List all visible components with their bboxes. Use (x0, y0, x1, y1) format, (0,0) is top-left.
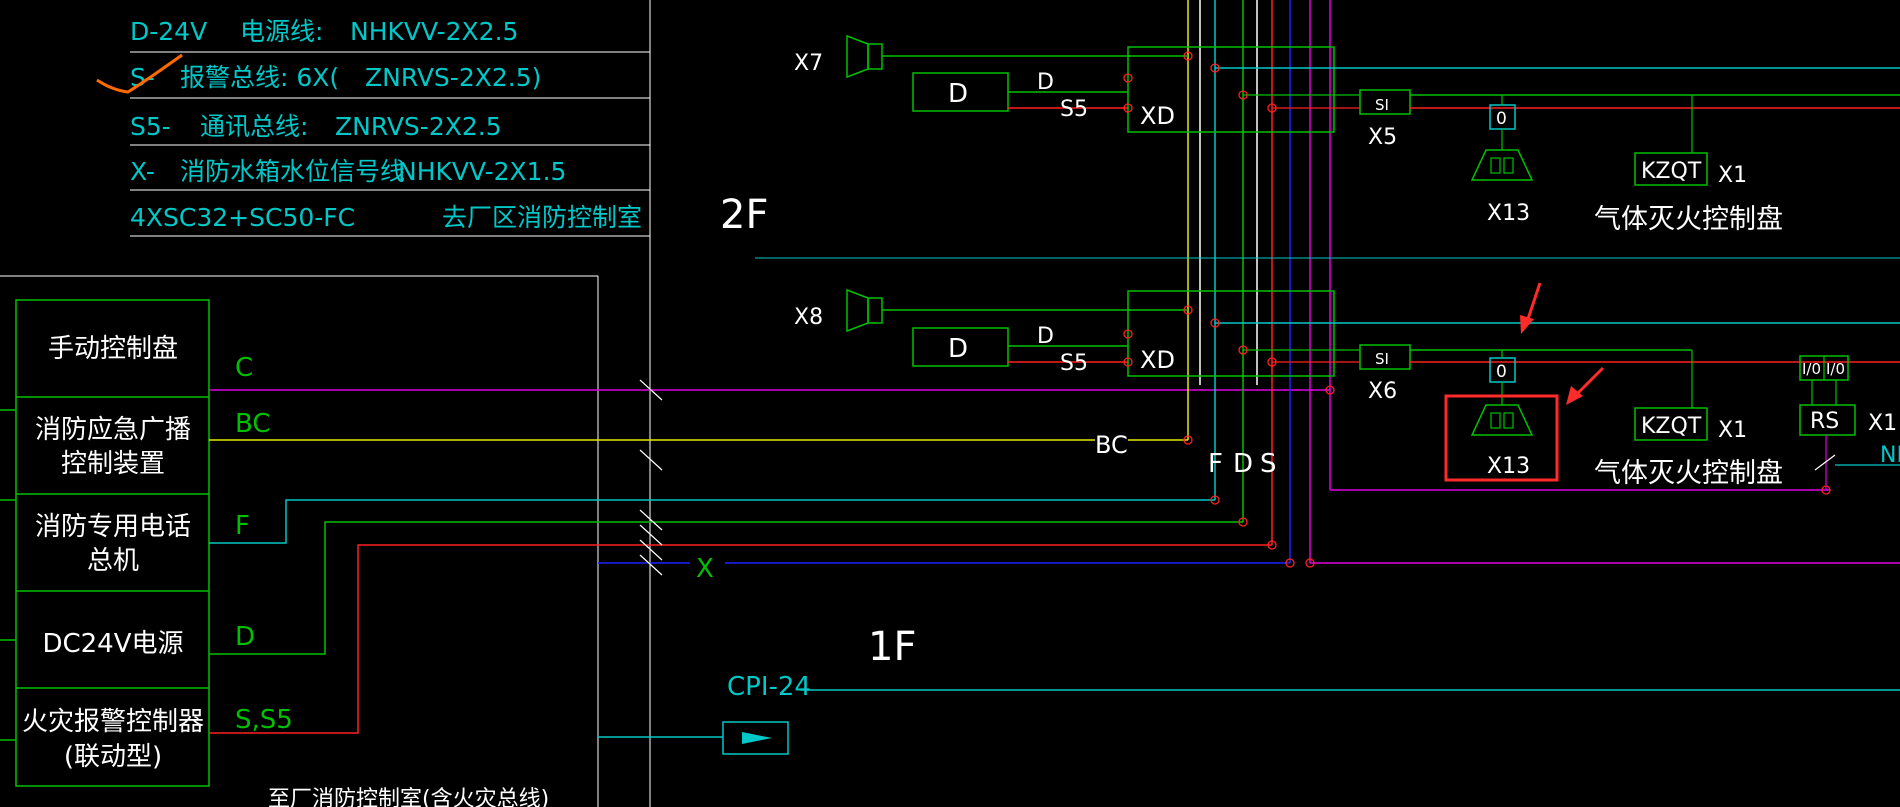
annotation-arrow-2 (1573, 366, 1605, 398)
cpi-label: CPI-24 (727, 672, 811, 702)
floor1-s5-tag: S5 (1060, 351, 1088, 376)
legend-code-1: D-24V (130, 17, 207, 46)
floor2-kzqt-label: X1 (1718, 163, 1747, 188)
floor2-xd-box: XD (1140, 102, 1175, 130)
floor2-valve-label: X13 (1487, 201, 1530, 226)
floor2-speaker-label: X7 (794, 51, 823, 76)
floor2-s5-tag: S5 (1060, 97, 1088, 122)
floor2-devices (846, 34, 1900, 186)
floor1-d-tag: D (1037, 324, 1054, 349)
legend-desc-2: 报警总线: 6X( (180, 63, 339, 92)
floor2-si-box: SI (1375, 96, 1389, 114)
floor1-gas-panel: 气体灭火控制盘 (1594, 458, 1783, 489)
signal-bc: BC (235, 409, 271, 439)
panel-alarm-controller-line2: (联动型) (64, 742, 162, 772)
signal-f: F (235, 511, 250, 541)
bottom-cut-label: 至厂消防控制室(含火灾总线) (268, 787, 549, 807)
legend-code-5: 4XSC32+SC50-FC (130, 203, 355, 232)
floor1-power-box: D (948, 334, 968, 364)
riser-label-d: D (1233, 449, 1253, 479)
floor1-si-label: X6 (1368, 379, 1397, 404)
floor2-d-tag: D (1037, 70, 1054, 95)
legend-desc-1: 电源线: (240, 17, 323, 46)
legend-code-3: S5- (130, 112, 171, 141)
legend-desc-3: 通讯总线: (200, 112, 308, 141)
floor1-kzqt-label: X1 (1718, 418, 1747, 443)
legend-cable-1: NHKVV-2X2.5 (350, 17, 518, 46)
junction-dots (1123, 51, 1831, 568)
floor1-io-1: I/0 (1802, 360, 1821, 378)
floor1-rs: RS (1810, 409, 1839, 434)
output-arrow-box (722, 721, 789, 755)
floor2-module: 0 (1496, 109, 1507, 129)
panel-telephone-line2: 总机 (87, 546, 139, 576)
floor1-nh-cut: NH (1880, 443, 1900, 468)
floor2-power-box: D (948, 79, 968, 109)
floor-label-2f: 2F (720, 192, 768, 238)
floor1-io-2: I/0 (1826, 360, 1845, 378)
legend-desc-5: 去厂区消防控制室 (442, 203, 642, 232)
highlight-box (1444, 394, 1559, 482)
legend-cable-3: ZNRVS-2X2.5 (335, 112, 502, 141)
floor1-devices (846, 282, 1900, 490)
panel-telephone-line1: 消防专用电话 (35, 512, 191, 542)
riser-wires (1187, 0, 1830, 563)
floor2-si-label: X5 (1368, 125, 1397, 150)
trunk-wires (209, 389, 1900, 738)
floor1-module: 0 (1496, 362, 1507, 382)
cable-legend (130, 0, 651, 807)
signal-d: D (235, 622, 255, 652)
floor1-kzqt: KZQT (1641, 414, 1702, 439)
panel-manual-control: 手动控制盘 (48, 334, 178, 364)
floor2-kzqt: KZQT (1641, 159, 1702, 184)
control-cabinet-frame (0, 275, 599, 807)
legend-code-4: X- (130, 157, 155, 186)
legend-cable-4: NHKVV-2X1.5 (398, 157, 566, 186)
riser-label-s: S (1260, 449, 1277, 479)
floor1-xd-box: XD (1140, 346, 1175, 374)
floor1-speaker-label: X8 (794, 305, 823, 330)
floor1-rs-label: X1 (1868, 411, 1897, 436)
floor-label-1f: 1F (868, 624, 916, 670)
annotation-arrow-1 (1525, 282, 1542, 323)
signal-c: C (235, 353, 253, 383)
panel-dc24v-power: DC24V电源 (42, 629, 183, 659)
floor1-si-box: SI (1375, 350, 1389, 368)
panel-broadcast-line2: 控制装置 (61, 449, 165, 479)
panel-broadcast-line1: 消防应急广播 (35, 415, 191, 445)
bc-tag: BC (1095, 431, 1128, 459)
x-line-label: X (696, 554, 714, 584)
panel-alarm-controller-line1: 火灾报警控制器 (22, 707, 204, 737)
legend-desc-4: 消防水箱水位信号线 (180, 157, 405, 186)
hand-checkmark-annotation (96, 53, 183, 94)
floor2-gas-panel: 气体灭火控制盘 (1594, 204, 1783, 235)
floor1-valve-label: X13 (1487, 454, 1530, 479)
riser-label-f: F (1208, 449, 1223, 479)
cable-tick-marks (639, 379, 663, 576)
legend-cable-2: ZNRVS-2X2.5) (365, 63, 541, 92)
signal-s-s5: S,S5 (235, 705, 293, 735)
